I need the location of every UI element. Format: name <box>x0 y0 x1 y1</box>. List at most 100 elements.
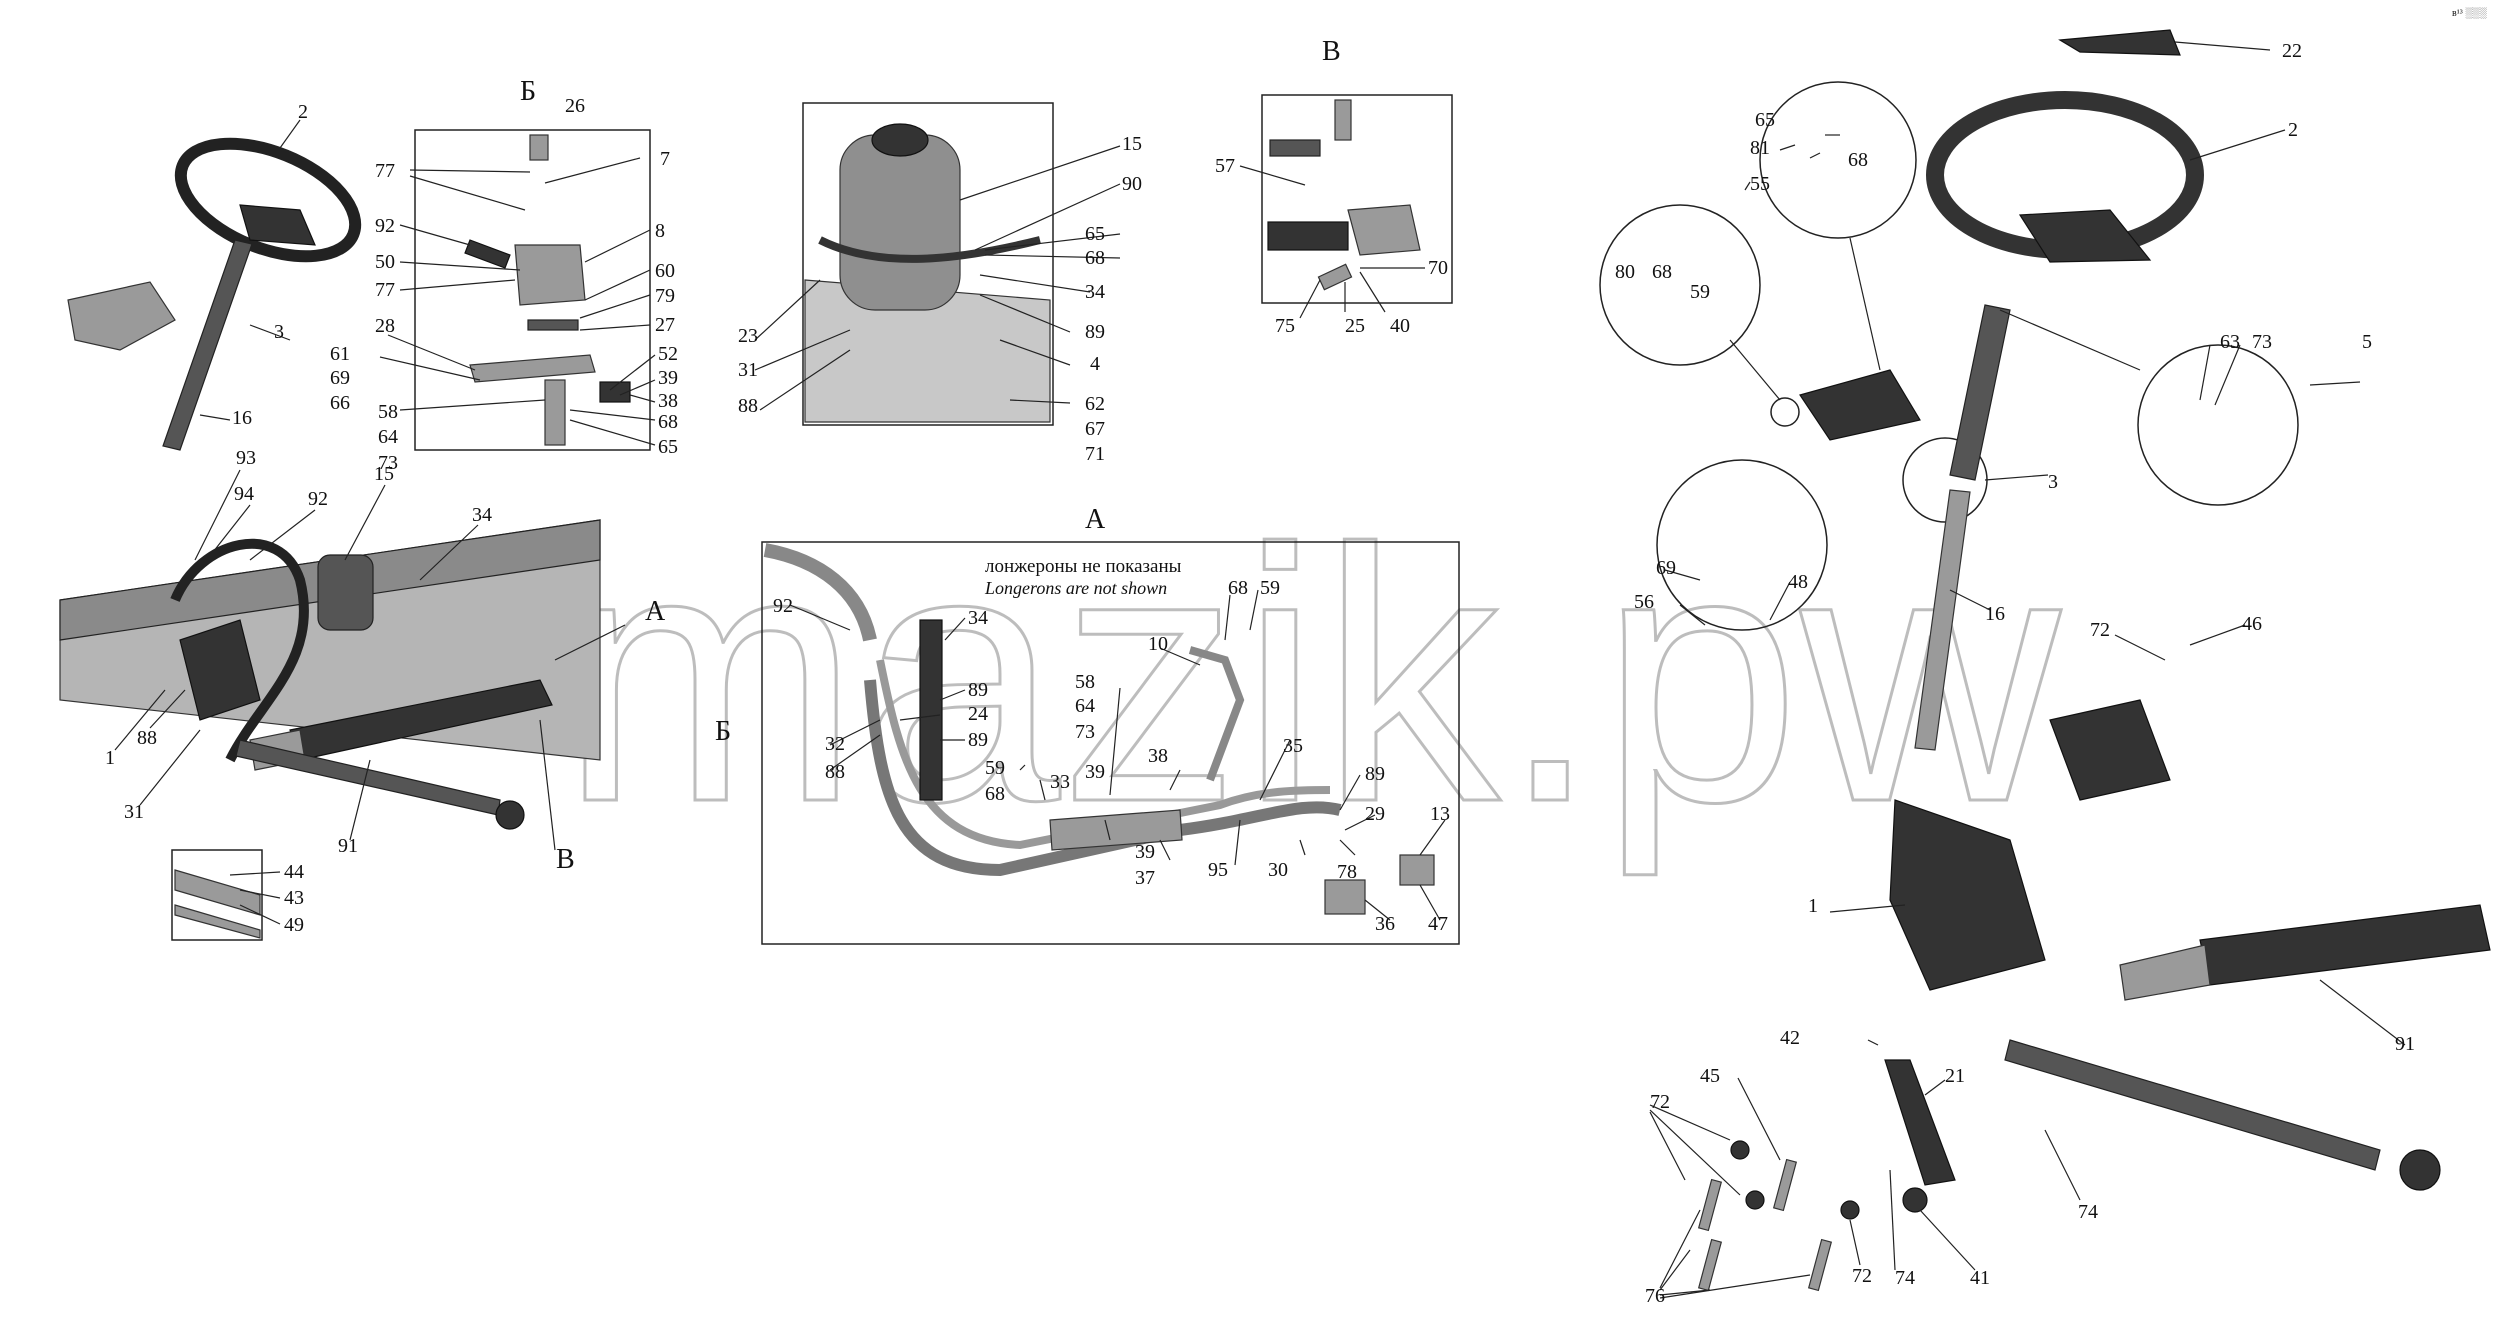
r-intermediate-shaft <box>1914 489 1971 751</box>
r-cylinder-bellows <box>2119 944 2211 1001</box>
callout-r-16: 16 <box>1985 603 2005 625</box>
reservoir-detail: 15 90 65 68 34 23 89 31 4 88 62 67 71 <box>738 102 1142 465</box>
callout-a-34: 34 <box>968 607 988 629</box>
r-washer-72b <box>1745 1190 1765 1210</box>
a-hose-top <box>763 543 877 642</box>
detail-v-frame <box>1261 94 1453 304</box>
callout-t-62: 62 <box>1085 393 1105 415</box>
callout-r-41: 41 <box>1970 1267 1990 1289</box>
callout-r-73: 73 <box>2252 331 2272 353</box>
callout-v-40: 40 <box>1390 315 1410 337</box>
r-bolt-45 <box>1772 1158 1798 1212</box>
callout-r-81: 81 <box>1750 137 1770 159</box>
callout-t-89: 89 <box>1085 321 1105 343</box>
callout-b-65: 65 <box>658 436 678 458</box>
left-tie-rod-end <box>495 800 525 830</box>
left-overview-assembly <box>59 137 601 941</box>
callout-a-89c: 89 <box>1365 763 1385 785</box>
callout-r-59: 59 <box>1690 281 1710 303</box>
callout-88-left: 88 <box>137 727 157 749</box>
callout-t-88: 88 <box>738 395 758 417</box>
callout-1-left: 1 <box>105 747 115 769</box>
right-leaders <box>1649 41 2406 1299</box>
callout-b-73: 73 <box>378 452 398 474</box>
callout-r-80: 80 <box>1615 261 1635 283</box>
detail-a-title: А <box>1085 504 1106 535</box>
r-column-bracket <box>1799 369 1921 441</box>
left-column-bracket <box>67 281 176 351</box>
callout-r-55: 55 <box>1750 173 1770 195</box>
callout-r-3: 3 <box>2048 471 2058 493</box>
r-bolt-76a <box>1697 1178 1723 1232</box>
r-horn-cover <box>2058 29 2181 56</box>
callout-b-8: 8 <box>655 220 665 242</box>
b-gasket <box>527 319 579 331</box>
callout-a-30: 30 <box>1268 859 1288 881</box>
watermark: mazik.pw <box>560 475 2065 879</box>
a-pipe-10 <box>1188 646 1245 782</box>
r-pitman-arm <box>1884 1059 1956 1186</box>
callout-44: 44 <box>284 861 304 883</box>
callout-r-1: 1 <box>1808 895 1818 917</box>
left-steering-gear <box>179 619 261 721</box>
right-exploded-assembly <box>1599 29 2491 1292</box>
callout-a-13: 13 <box>1430 803 1450 825</box>
callout-43: 43 <box>284 887 304 909</box>
v-cylinder-end <box>1267 221 1349 251</box>
left-drag-link <box>235 739 501 816</box>
r-bracket-circle <box>1770 397 1800 427</box>
callout-a-29: 29 <box>1365 803 1385 825</box>
callout-b-58: 58 <box>378 401 398 423</box>
callout-b-38: 38 <box>658 390 678 412</box>
callout-r-42: 42 <box>1780 1027 1800 1049</box>
detail-b: Б 26 77 7 92 50 77 8 60 79 27 <box>330 76 678 474</box>
callout-a-92: 92 <box>773 595 793 617</box>
note-longerons-en: Longerons are not shown <box>984 578 1167 598</box>
callout-r-21: 21 <box>1945 1065 1965 1087</box>
a-fitting-13 <box>1399 854 1435 886</box>
callout-a-68b: 68 <box>985 783 1005 805</box>
r-power-cylinder <box>2199 904 2491 986</box>
callout-t-90: 90 <box>1122 173 1142 195</box>
callout-r-63: 63 <box>2220 331 2240 353</box>
callout-a-10: 10 <box>1148 633 1168 655</box>
detail-a-frame <box>761 541 1460 945</box>
v-bracket <box>1347 204 1421 256</box>
callout-r-5: 5 <box>2362 331 2372 353</box>
detail-v-title: В <box>1322 36 1341 67</box>
callout-34-left: 34 <box>472 504 492 526</box>
reservoir-frame-bg <box>804 279 1051 423</box>
callout-b-64: 64 <box>378 426 398 448</box>
left-oil-reservoir <box>317 554 374 631</box>
inset-rail-2 <box>174 904 261 939</box>
callout-94-left: 94 <box>234 483 254 505</box>
callout-b-50: 50 <box>375 251 395 273</box>
detail-b-title: Б <box>520 76 536 107</box>
callout-v-75: 75 <box>1275 315 1295 337</box>
callout-r-46: 46 <box>2242 613 2262 635</box>
a-return-pipe <box>876 659 1331 850</box>
callout-2-left: 2 <box>298 101 308 123</box>
reservoir-body <box>839 134 961 311</box>
left-leaders <box>114 119 626 925</box>
callout-r-45: 45 <box>1700 1065 1720 1087</box>
left-steering-wheel <box>174 137 362 263</box>
callout-15-left: 15 <box>374 463 394 485</box>
callout-a-59: 59 <box>1260 577 1280 599</box>
callout-93-left: 93 <box>236 447 256 469</box>
callout-a-37: 37 <box>1135 867 1155 889</box>
callout-r-72b: 72 <box>1650 1091 1670 1113</box>
callout-r-56: 56 <box>1634 591 1654 613</box>
b-fitting <box>529 134 549 161</box>
callout-a-47: 47 <box>1428 913 1448 935</box>
callout-a-64: 64 <box>1075 695 1095 717</box>
callout-b-77a: 77 <box>375 160 395 182</box>
r-bolt-76c <box>1807 1238 1833 1292</box>
v-fitting <box>1269 139 1321 157</box>
b-clamp <box>599 381 631 403</box>
callout-b-79: 79 <box>655 285 675 307</box>
r-detail-circle-right <box>2137 344 2299 506</box>
r-washer-72c <box>1840 1200 1860 1220</box>
callout-16-left: 16 <box>232 407 252 429</box>
callout-t-71: 71 <box>1085 443 1105 465</box>
